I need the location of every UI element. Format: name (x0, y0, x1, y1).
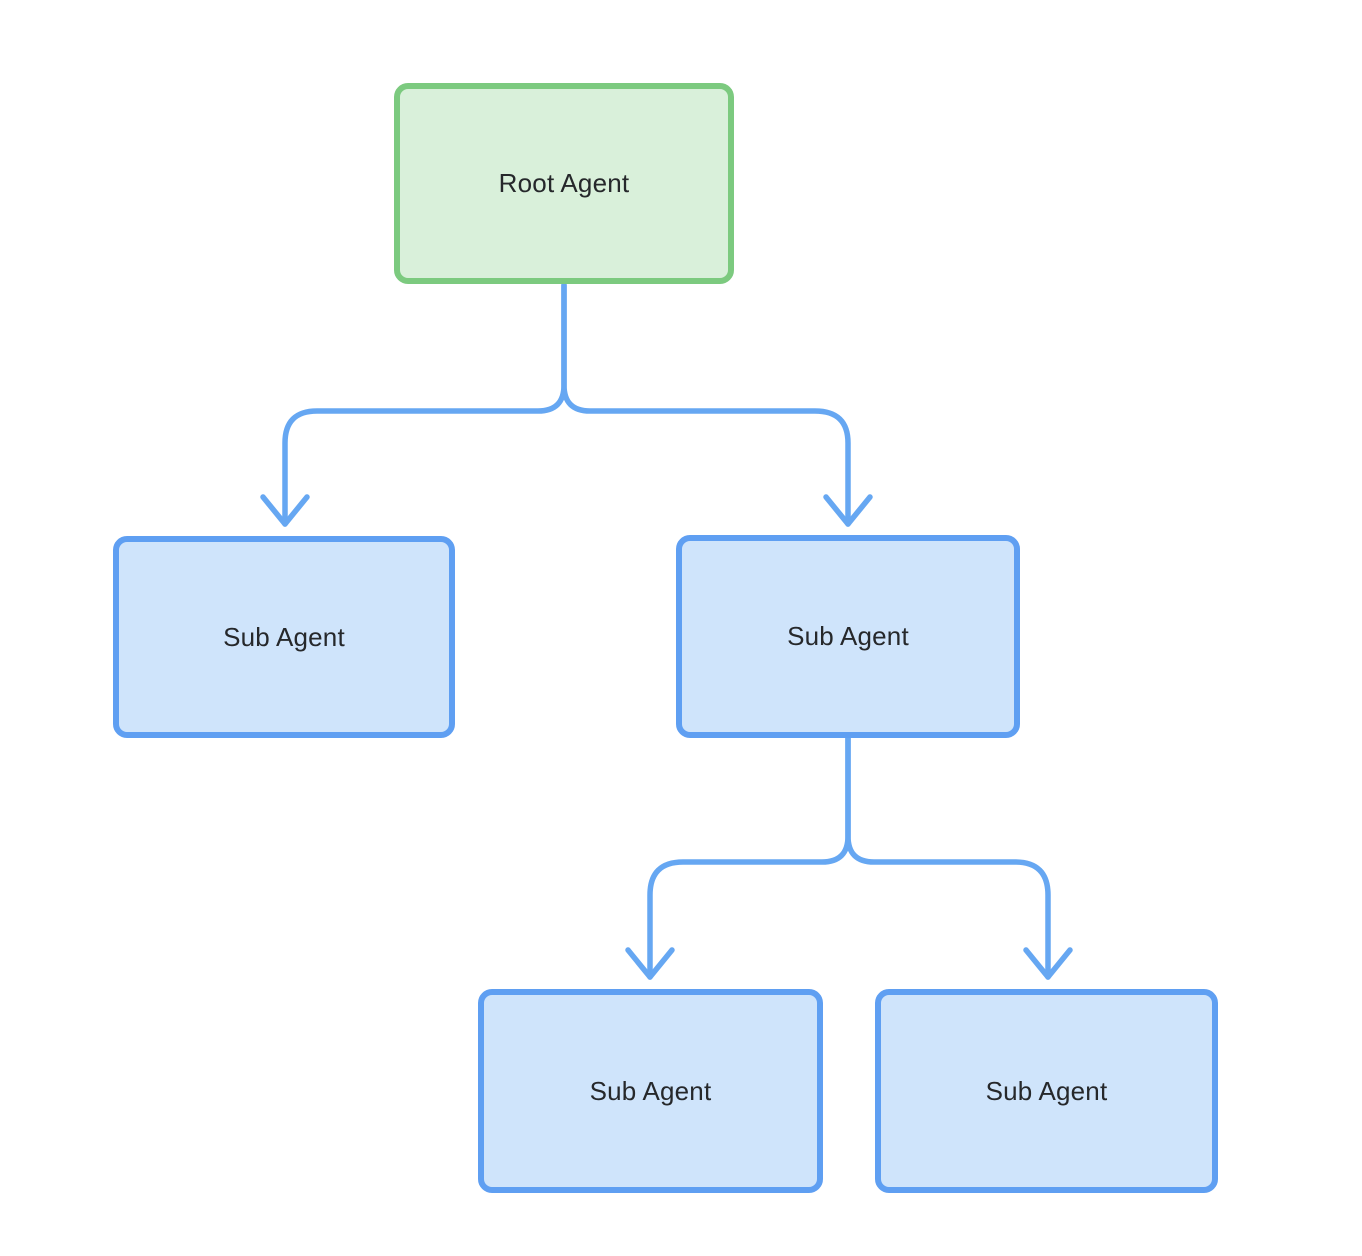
edge-sub-right-to-sub-right-right (845, 735, 1073, 980)
node-sub-agent-right-left: Sub Agent (478, 989, 823, 1193)
arrowhead-down-icon (823, 494, 873, 527)
node-root-agent: Root Agent (394, 83, 734, 284)
edge-root-to-sub-left (260, 282, 567, 527)
node-label: Root Agent (498, 168, 630, 198)
arrowhead-down-icon (1023, 947, 1073, 980)
edge-sub-right-to-sub-right-left (625, 735, 851, 980)
node-sub-agent-left: Sub Agent (113, 536, 455, 738)
arrowhead-down-icon (260, 494, 310, 527)
node-label: Sub Agent (985, 1075, 1108, 1106)
node-sub-agent-right-right: Sub Agent (875, 989, 1218, 1193)
node-sub-agent-right: Sub Agent (676, 535, 1020, 738)
edge-root-to-sub-right (561, 282, 873, 527)
node-label: Sub Agent (787, 621, 909, 651)
node-label: Sub Agent (223, 621, 345, 652)
node-label: Sub Agent (589, 1075, 712, 1106)
arrowhead-down-icon (625, 947, 675, 980)
